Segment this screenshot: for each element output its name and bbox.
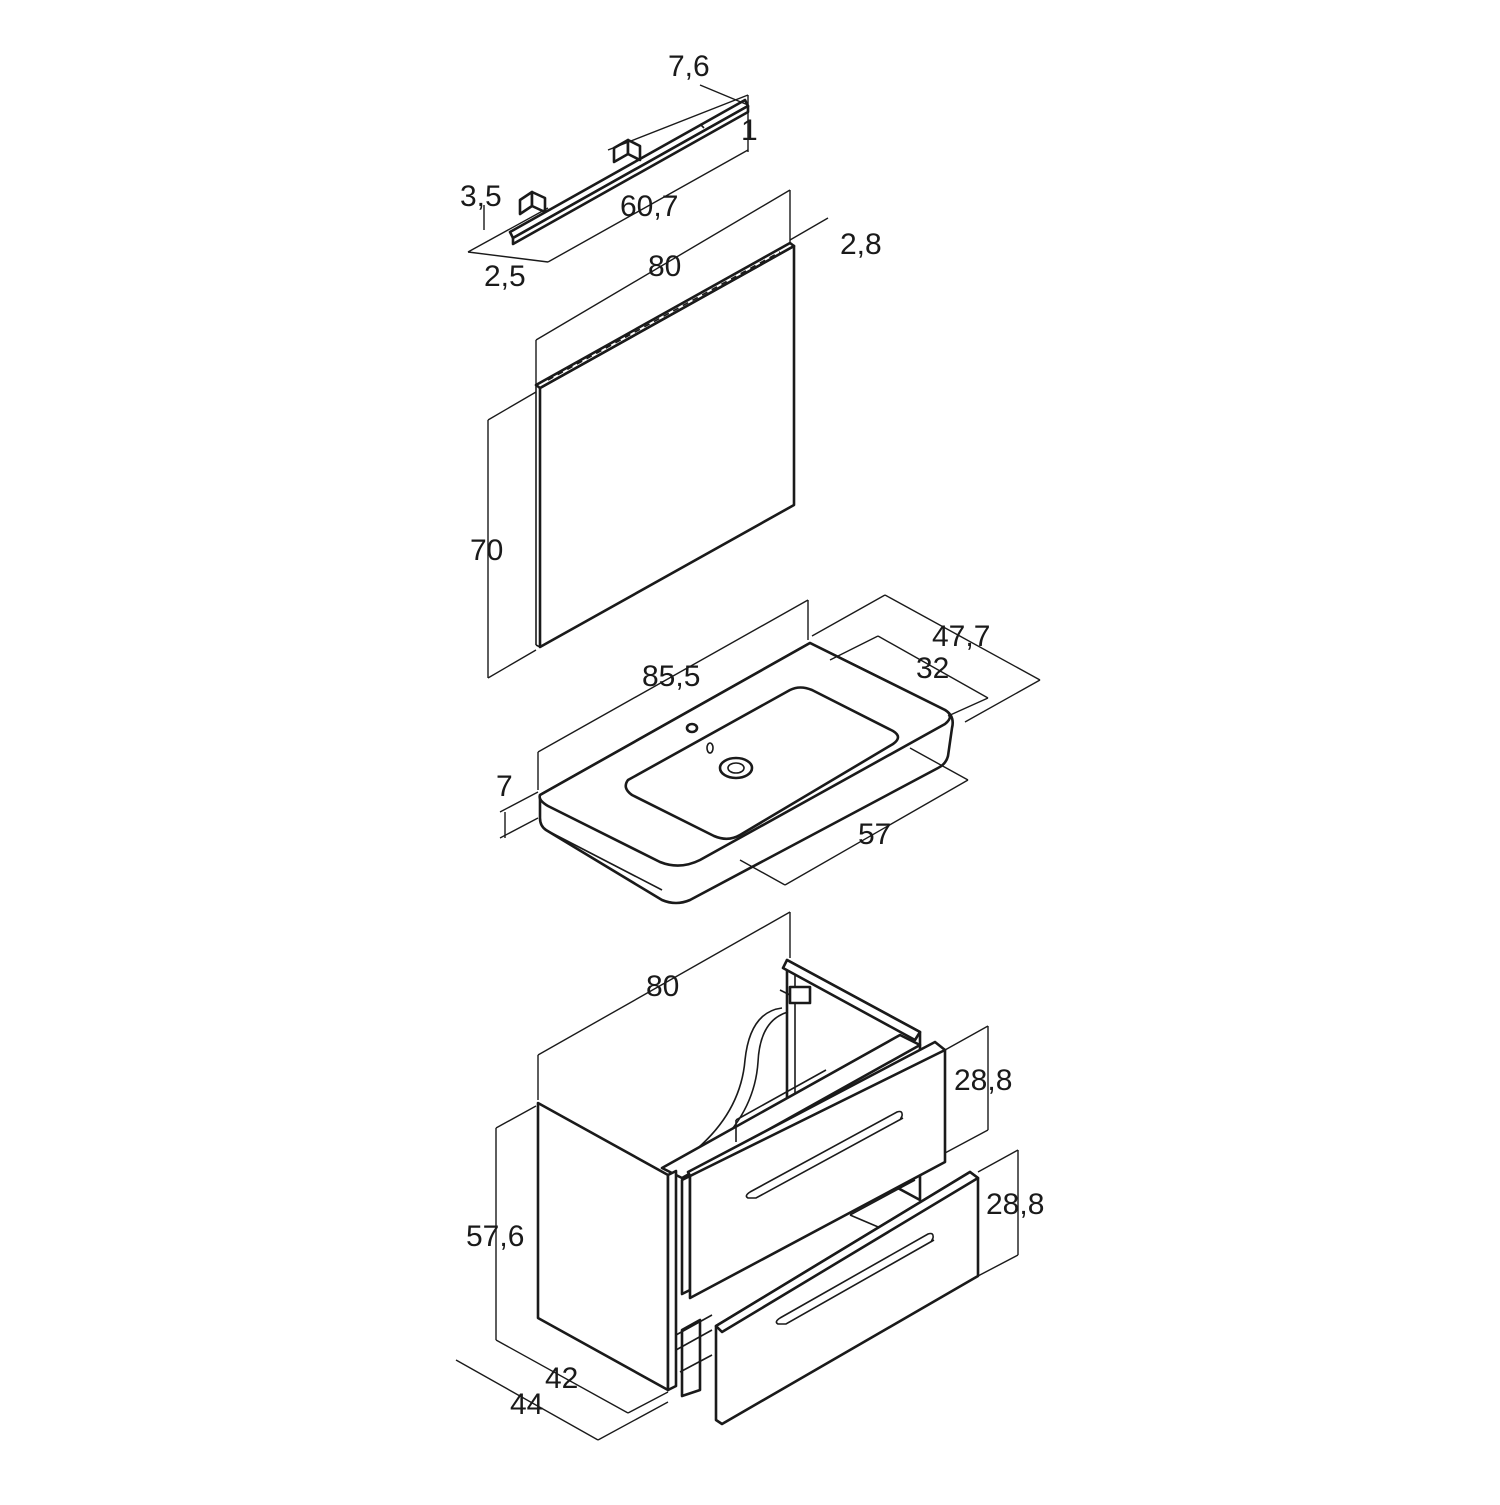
cabinet <box>536 958 980 1426</box>
cabinet-top-rail <box>781 958 922 1042</box>
dim-mirror-height: 70 <box>470 534 503 567</box>
drawer-bottom-box <box>680 1318 702 1398</box>
dim-cabinet-height: 57,6 <box>466 1220 524 1253</box>
dim-cabinet-width: 80 <box>646 970 679 1003</box>
dim-light-thickness: 1 <box>741 114 758 147</box>
dim-basin-bowl-width: 57 <box>858 818 891 851</box>
mirror <box>534 241 796 649</box>
cabinet-side <box>536 1101 670 1392</box>
mirror-face <box>538 244 796 649</box>
dim-light-depth: 7,6 <box>668 50 710 83</box>
drawer-bottom-handle <box>775 1232 935 1325</box>
light-bar-front <box>511 104 750 246</box>
overflow-hole <box>706 742 714 754</box>
drawer-top-handle <box>745 1110 904 1199</box>
dim-mirror-width: 80 <box>648 250 681 283</box>
dim-cabinet-depth-inner: 42 <box>545 1362 578 1395</box>
basin-drain <box>718 756 754 780</box>
dim-basin-height: 7 <box>496 770 513 803</box>
basin <box>538 641 954 905</box>
dimension-labels: 7,6 1 3,5 60,7 2,5 2,8 80 70 47,7 32 85,… <box>460 50 1044 1421</box>
tap-hole <box>685 722 699 734</box>
dim-mirror-depth: 2,8 <box>840 228 882 261</box>
light-bracket-left <box>518 190 534 216</box>
dim-basin-width: 85,5 <box>642 660 700 693</box>
dim-drawer-bottom-height: 28,8 <box>986 1188 1044 1221</box>
dim-basin-depth: 47,7 <box>932 620 990 653</box>
dim-light-length: 60,7 <box>620 190 678 223</box>
light-bar <box>508 98 750 246</box>
dim-cabinet-depth-outer: 44 <box>510 1388 543 1421</box>
siphon-cutout <box>679 1007 783 1163</box>
hanging-bracket <box>788 985 812 1005</box>
dim-light-bracket-offset: 2,5 <box>484 260 526 293</box>
basin-bowl <box>624 686 900 841</box>
dim-basin-bowl-depth: 32 <box>916 652 949 685</box>
dim-light-bracket-height: 3,5 <box>460 180 502 213</box>
dimension-lines <box>455 84 1041 1441</box>
dim-drawer-top-height: 28,8 <box>954 1064 1012 1097</box>
